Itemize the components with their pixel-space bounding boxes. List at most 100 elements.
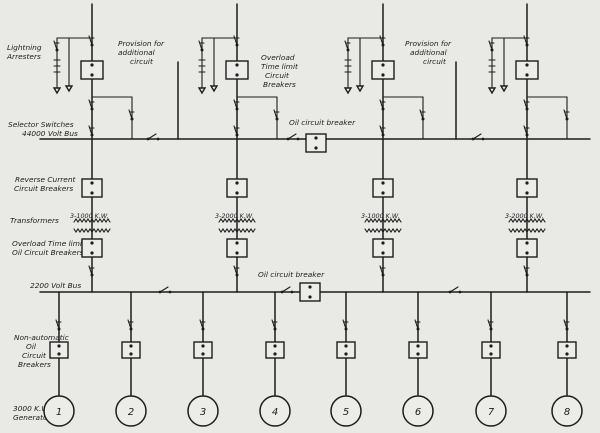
line-circuit-4-reverse-current-breaker-contact [525,181,529,185]
line-circuit-1-lightning-arrester-ground [52,87,62,95]
generator-2-non-automatic-breaker-box [121,341,141,359]
bus-sectionalizing-switch-blade [147,133,157,140]
line-circuit-2-oil-breaker-box [226,238,248,258]
svg-text:Arresters: Arresters [6,52,41,61]
svg-text:Time limit: Time limit [261,62,299,71]
generator-4-non-automatic-breaker-box [265,341,285,359]
line-circuit-4-arrester-switch-blade [488,40,493,51]
line-circuit-4-overload-breaker-contact [525,63,529,67]
oil-circuit-breaker-upper [305,133,327,153]
svg-text:Overload: Overload [261,53,295,62]
generator-4-non-automatic-breaker-contact [273,344,277,348]
line-circuit-4-selector-switch-a-blade [523,99,528,110]
transformer-rating: 3-2000 K.W. [215,212,254,220]
line-circuit-4-lightning-arrester [487,49,497,95]
line-circuit-1-selector-switch-c [88,125,95,137]
line-circuit-4-reverse-current-breaker-contact [525,191,529,195]
generator-7-circle [475,395,507,427]
line-circuit-4-oil-breaker-contact [525,251,529,255]
line-circuit-2-selector-switch-a [233,99,240,111]
svg-text:Oil: Oil [26,342,37,351]
label-overload-time-limit-top: Overload Time limit Circuit Breakers [261,53,299,89]
line-circuit-3-selector-switch-b [419,109,426,121]
generator-8-non-automatic-breaker-contact [565,352,569,356]
line-circuit-2-ground [209,85,219,93]
line-circuit-3-reverse-current-breaker-contact [381,181,385,185]
line-circuit-3-lightning-arrester [343,49,353,95]
line-circuit-2-overload-breaker-contact [235,63,239,67]
line-circuit-3-selector-switch-a [379,99,386,111]
generator-1-non-automatic-breaker-contact [57,352,61,356]
line-circuit-4-overload-breaker-box [515,60,539,80]
line-circuit-2-lightning-arrester [197,49,207,95]
line-circuit-2-transformer-secondary [218,228,256,233]
generator-8-disconnect-switch-blade [563,319,568,330]
line-circuit-2-transformer-primary [218,218,256,223]
line-circuit-3-oil-breaker [372,238,394,258]
line-circuit-4-transformer-secondary [508,228,546,233]
label-overload-time-limit-oil: Overload Time limit Oil Circuit Breakers [12,239,86,257]
generator-7-non-automatic-breaker-box [481,341,501,359]
line-circuit-4-reverse-current-breaker-box [516,178,538,198]
svg-text:Oil Circuit Breakers: Oil Circuit Breakers [12,248,84,257]
line-circuit-3-transformer-primary [364,218,402,223]
bus-sectionalizing-switch-blade [449,286,459,293]
line-circuit-2-oil-breaker-contact [235,251,239,255]
line-circuit-3-reverse-current-breaker-contact [381,191,385,195]
generator-2-non-automatic-breaker-contact [129,344,133,348]
line-circuit-1-ground [64,85,74,93]
line-circuit-3-oil-breaker-contact [381,251,385,255]
line-circuit-3-arrester-switch-blade [344,40,349,51]
line-circuit-4-selector-switch-c [523,125,530,137]
line-circuit-2-oil-breaker-contact [235,241,239,245]
line-circuit-1-selector-switch-a [88,99,95,111]
line-circuit-4-selector-switch-b [563,109,570,121]
line-circuit-2-reverse-current-breaker-contact [235,181,239,185]
line-circuit-3-transformer: 3-1000 K.W. [361,212,402,233]
bus-sectionalizing-switch [146,133,160,141]
line-circuit-2-bus-switch-blade [233,265,238,276]
line-circuit-3-oil-breaker-contact [381,241,385,245]
line-circuit-3-oil-breaker-box [372,238,394,258]
svg-text:additional: additional [410,48,448,57]
generator-6-number: 6 [415,407,421,418]
label-provision-2: Provision for additional circuit [405,39,452,66]
generator-2-disconnect-switch [127,319,134,331]
generator-3-circle [187,395,219,427]
generator-6-disconnect-switch [414,319,421,331]
transformer-rating: 3-1000 K.W. [361,212,400,220]
generator-4-disconnect-switch-blade [271,319,276,330]
label-transformers: Transformers [10,216,59,225]
generator-6-circle [402,395,434,427]
bus-sectionalizing-switch [471,133,485,141]
generator-5-non-automatic-breaker-box [336,341,356,359]
svg-text:Selector Switches: Selector Switches [8,120,74,129]
svg-text:additional: additional [118,48,156,57]
line-circuit-2-arrester-switch-blade [198,40,203,51]
line-circuit-3-overload-breaker-box [371,60,395,80]
generator-3-non-automatic-breaker-contact [201,344,205,348]
svg-text:Provision for: Provision for [405,39,452,48]
oil-circuit-breaker-upper-contact [314,146,318,150]
line-circuit-3-ground [355,85,365,93]
line-circuit-2-overload-breaker [225,60,249,80]
bus-sectionalizing-switch-contact [481,137,485,141]
svg-text:Circuit Breakers: Circuit Breakers [14,184,73,193]
generator-6-non-automatic-breaker-contact [416,352,420,356]
line-circuit-2-selector-switch-c-blade [233,125,238,136]
line-circuit-1-transformer: 3-1000 K.W. [70,212,111,233]
line-circuit-2-reverse-current-breaker-contact [235,191,239,195]
line-circuit-4-reverse-current-breaker [516,178,538,198]
line-circuit-3-reverse-current-breaker [372,178,394,198]
generator-5-disconnect-switch-blade [342,319,347,330]
svg-text:Generators: Generators [13,413,55,422]
bus-sectionalizing-switch [448,286,462,294]
line-circuit-4-transformer: 3-2000 K.W. [505,212,546,233]
bus-switch [286,133,300,141]
oil-circuit-breaker-upper-contact [314,136,318,140]
line-circuit-1-overload-breaker-contact [90,73,94,77]
line-circuit-1-overload-breaker [80,60,104,80]
line-circuit-4-oil-breaker-contact [525,241,529,245]
